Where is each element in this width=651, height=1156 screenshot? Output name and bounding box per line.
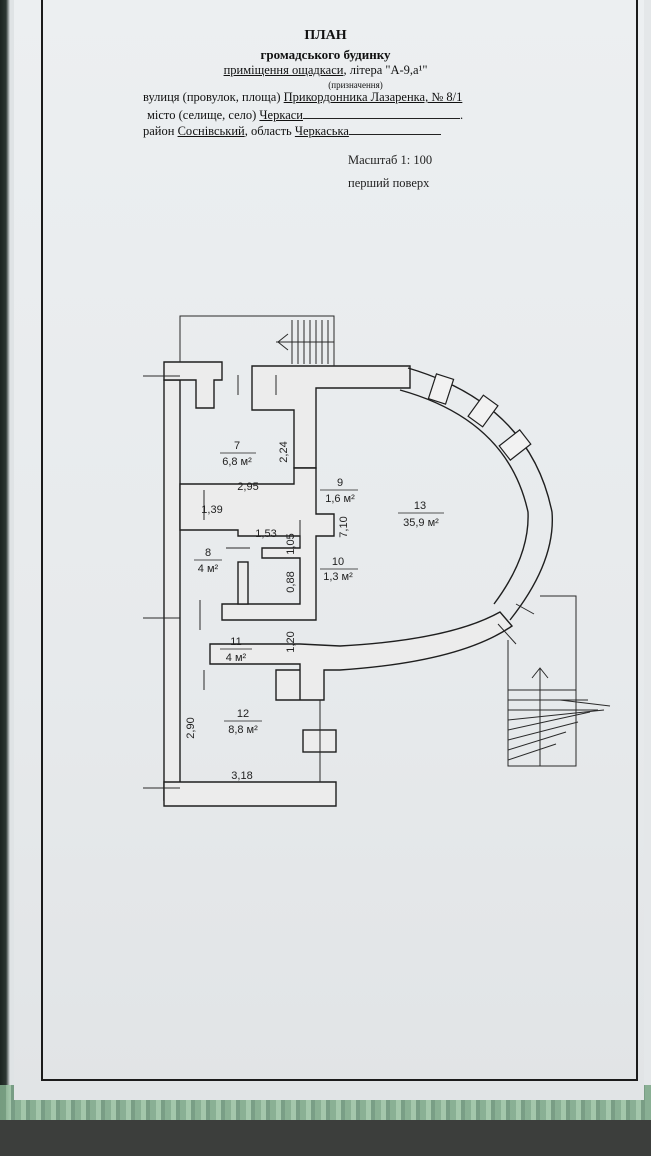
room-12-area: 8,8 м² [228,724,258,736]
city-blank [302,106,460,119]
dim-2-90: 2,90 [185,717,197,738]
partition-stub [237,561,249,605]
dim-3-18: 3,18 [231,770,252,782]
room-9: 9 1,6 м² [320,477,358,505]
dim-2-24: 2,24 [278,441,290,462]
window-2 [467,394,499,428]
region-label: , область [244,124,292,138]
dim-1-53: 1,53 [255,528,276,540]
room-10-area: 1,3 м² [323,571,353,583]
bay-wall-outer [407,367,554,621]
room-7: 7 6,8 м² [220,440,256,468]
room-8: 8 4 м² [194,547,222,575]
bay-wall-inner [399,389,529,605]
purpose-value: приміщення ощадкаси [223,63,344,77]
room-12: 12 8,8 м² [224,708,262,736]
room-9-area: 1,6 м² [325,493,355,505]
west-wall [163,379,181,801]
document-page [14,0,644,1100]
partition-south [209,611,514,701]
district-line: район Соснівський, область Черкаська [143,122,441,139]
dimension-labels: 2,24 2,95 1,39 1,53 1,05 7,10 0,88 1,20 … [185,441,350,782]
guide-lines [143,315,577,789]
window-3 [498,429,532,461]
floor-label: перший поверх [348,176,430,190]
partition-core [179,467,335,621]
south-wall [163,781,337,807]
room-9-number: 9 [337,477,343,489]
north-wall-west [163,361,223,409]
region-blank [348,122,441,135]
bay-windows [427,373,532,461]
table-surface [0,1120,651,1156]
room-labels: 7 6,8 м² 8 4 м² 9 1,6 м² 10 1,3 м² 11 4 … [194,440,444,736]
dim-1-20: 1,20 [285,631,297,652]
east-stair-treads [507,667,611,766]
plan-title: ПЛАН [304,28,347,43]
city-label: місто (селище, село) [147,108,257,122]
dim-7-10: 7,10 [338,516,350,537]
dim-2-95: 2,95 [237,481,258,493]
room-10: 10 1,3 м² [320,556,358,583]
room-7-area: 6,8 м² [222,456,252,468]
purpose-suffix: , літера "А-9,а¹" [343,63,428,77]
purpose-line: приміщення ощадкаси, літера "А-9,а¹" [0,63,651,78]
north-stair-treads [276,320,334,364]
east-stair-outline [507,595,577,767]
district-label: район [143,124,175,138]
room-12-number: 12 [237,708,249,720]
room-8-number: 8 [205,547,211,559]
dim-1-05: 1,05 [285,533,297,554]
scale-label: Масштаб 1: 100 [348,153,433,167]
purpose-caption: (призначення) [328,80,383,90]
room-11-area: 4 м² [226,652,247,664]
room-11-number: 11 [230,636,241,648]
room-13-area: 35,9 м² [403,517,439,529]
room-11: 11 4 м² [220,636,252,664]
page-frame [41,0,638,1081]
room-8-area: 4 м² [198,563,219,575]
window-1 [427,373,455,405]
district-value: Соснівський [177,124,245,138]
room-10-number: 10 [332,556,344,568]
room-7-number: 7 [234,440,240,452]
city-line: місто (селище, село) Черкаси. [147,106,464,122]
room-13-number: 13 [414,500,426,512]
dim-1-39: 1,39 [201,504,222,516]
street-line: вулиця (провулок, площа) Прикордонника Л… [143,90,462,105]
street-label: вулиця (провулок, площа) [143,90,281,104]
walls [163,361,514,807]
plan-subtitle: громадського будинку [260,47,391,62]
city-value: Черкаси [259,108,303,122]
room-13: 13 35,9 м² [398,500,444,529]
north-stair-outline [179,315,335,366]
dim-0-88: 0,88 [285,571,297,592]
region-value: Черкаська [294,124,349,138]
street-value: Прикордонника Лазаренка, № 8/1 [283,90,463,104]
